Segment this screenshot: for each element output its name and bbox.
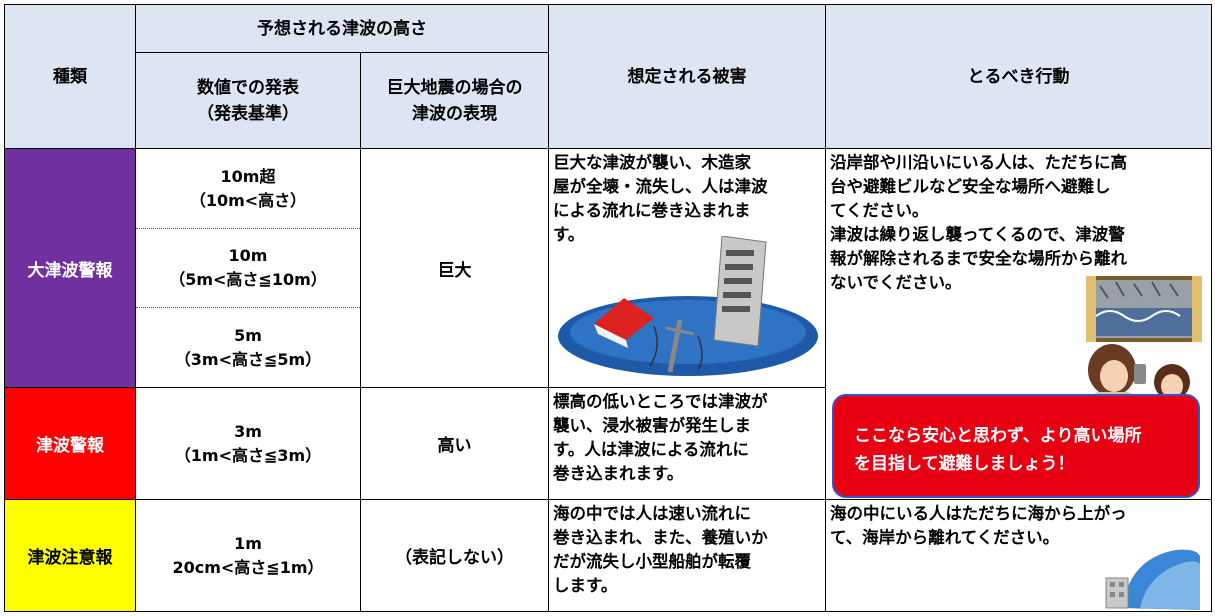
- header-action: とるべき行動: [825, 4, 1212, 149]
- height-1m: 1m 20cm<高さ≦1m）: [135, 499, 361, 612]
- damage-advisory: 海の中では人は速い流れに 巻き込まれ、また、養殖いか だが流失し小型船舶が転覆 …: [548, 499, 826, 612]
- flood-illustration: [558, 236, 818, 376]
- header-qualitative: 巨大地震の場合の 津波の表現: [360, 52, 549, 149]
- height-5m: 5m （3m<高さ≦5m）: [135, 307, 361, 388]
- expression-major: 巨大: [360, 148, 549, 388]
- damage-warning: 標高の低いところでは津波が 襲い、浸水被害が発生しま す。人は津波による流れに …: [548, 387, 826, 500]
- header-type: 種類: [4, 4, 136, 149]
- category-advisory: 津波注意報: [4, 499, 136, 612]
- utility-pole-icon: [649, 319, 703, 373]
- header-numeric: 数値での発表 （発表基準）: [135, 52, 361, 149]
- category-major-warning: 大津波警報: [4, 148, 136, 388]
- height-10m: 10m （5m<高さ≦10m）: [135, 228, 361, 308]
- category-warning: 津波警報: [4, 387, 136, 500]
- height-3m: 3m （1m<高さ≦3m）: [135, 387, 361, 500]
- sinking-house-icon: [594, 298, 654, 348]
- tilted-building-icon: [713, 236, 767, 347]
- expression-warning: 高い: [360, 387, 549, 500]
- storm-window-illustration: [1086, 276, 1202, 342]
- expression-advisory: （表記しない）: [360, 499, 549, 612]
- header-damage: 想定される被害: [548, 4, 826, 149]
- height-10m-plus: 10m超 （10m<高さ）: [135, 148, 361, 229]
- tsunami-wave-illustration: [1105, 549, 1200, 610]
- evacuation-callout: ここなら安心と思わず、より高い場所 を目指して避難しましょう！: [832, 394, 1200, 498]
- header-expected-height: 予想される津波の高さ: [135, 4, 549, 53]
